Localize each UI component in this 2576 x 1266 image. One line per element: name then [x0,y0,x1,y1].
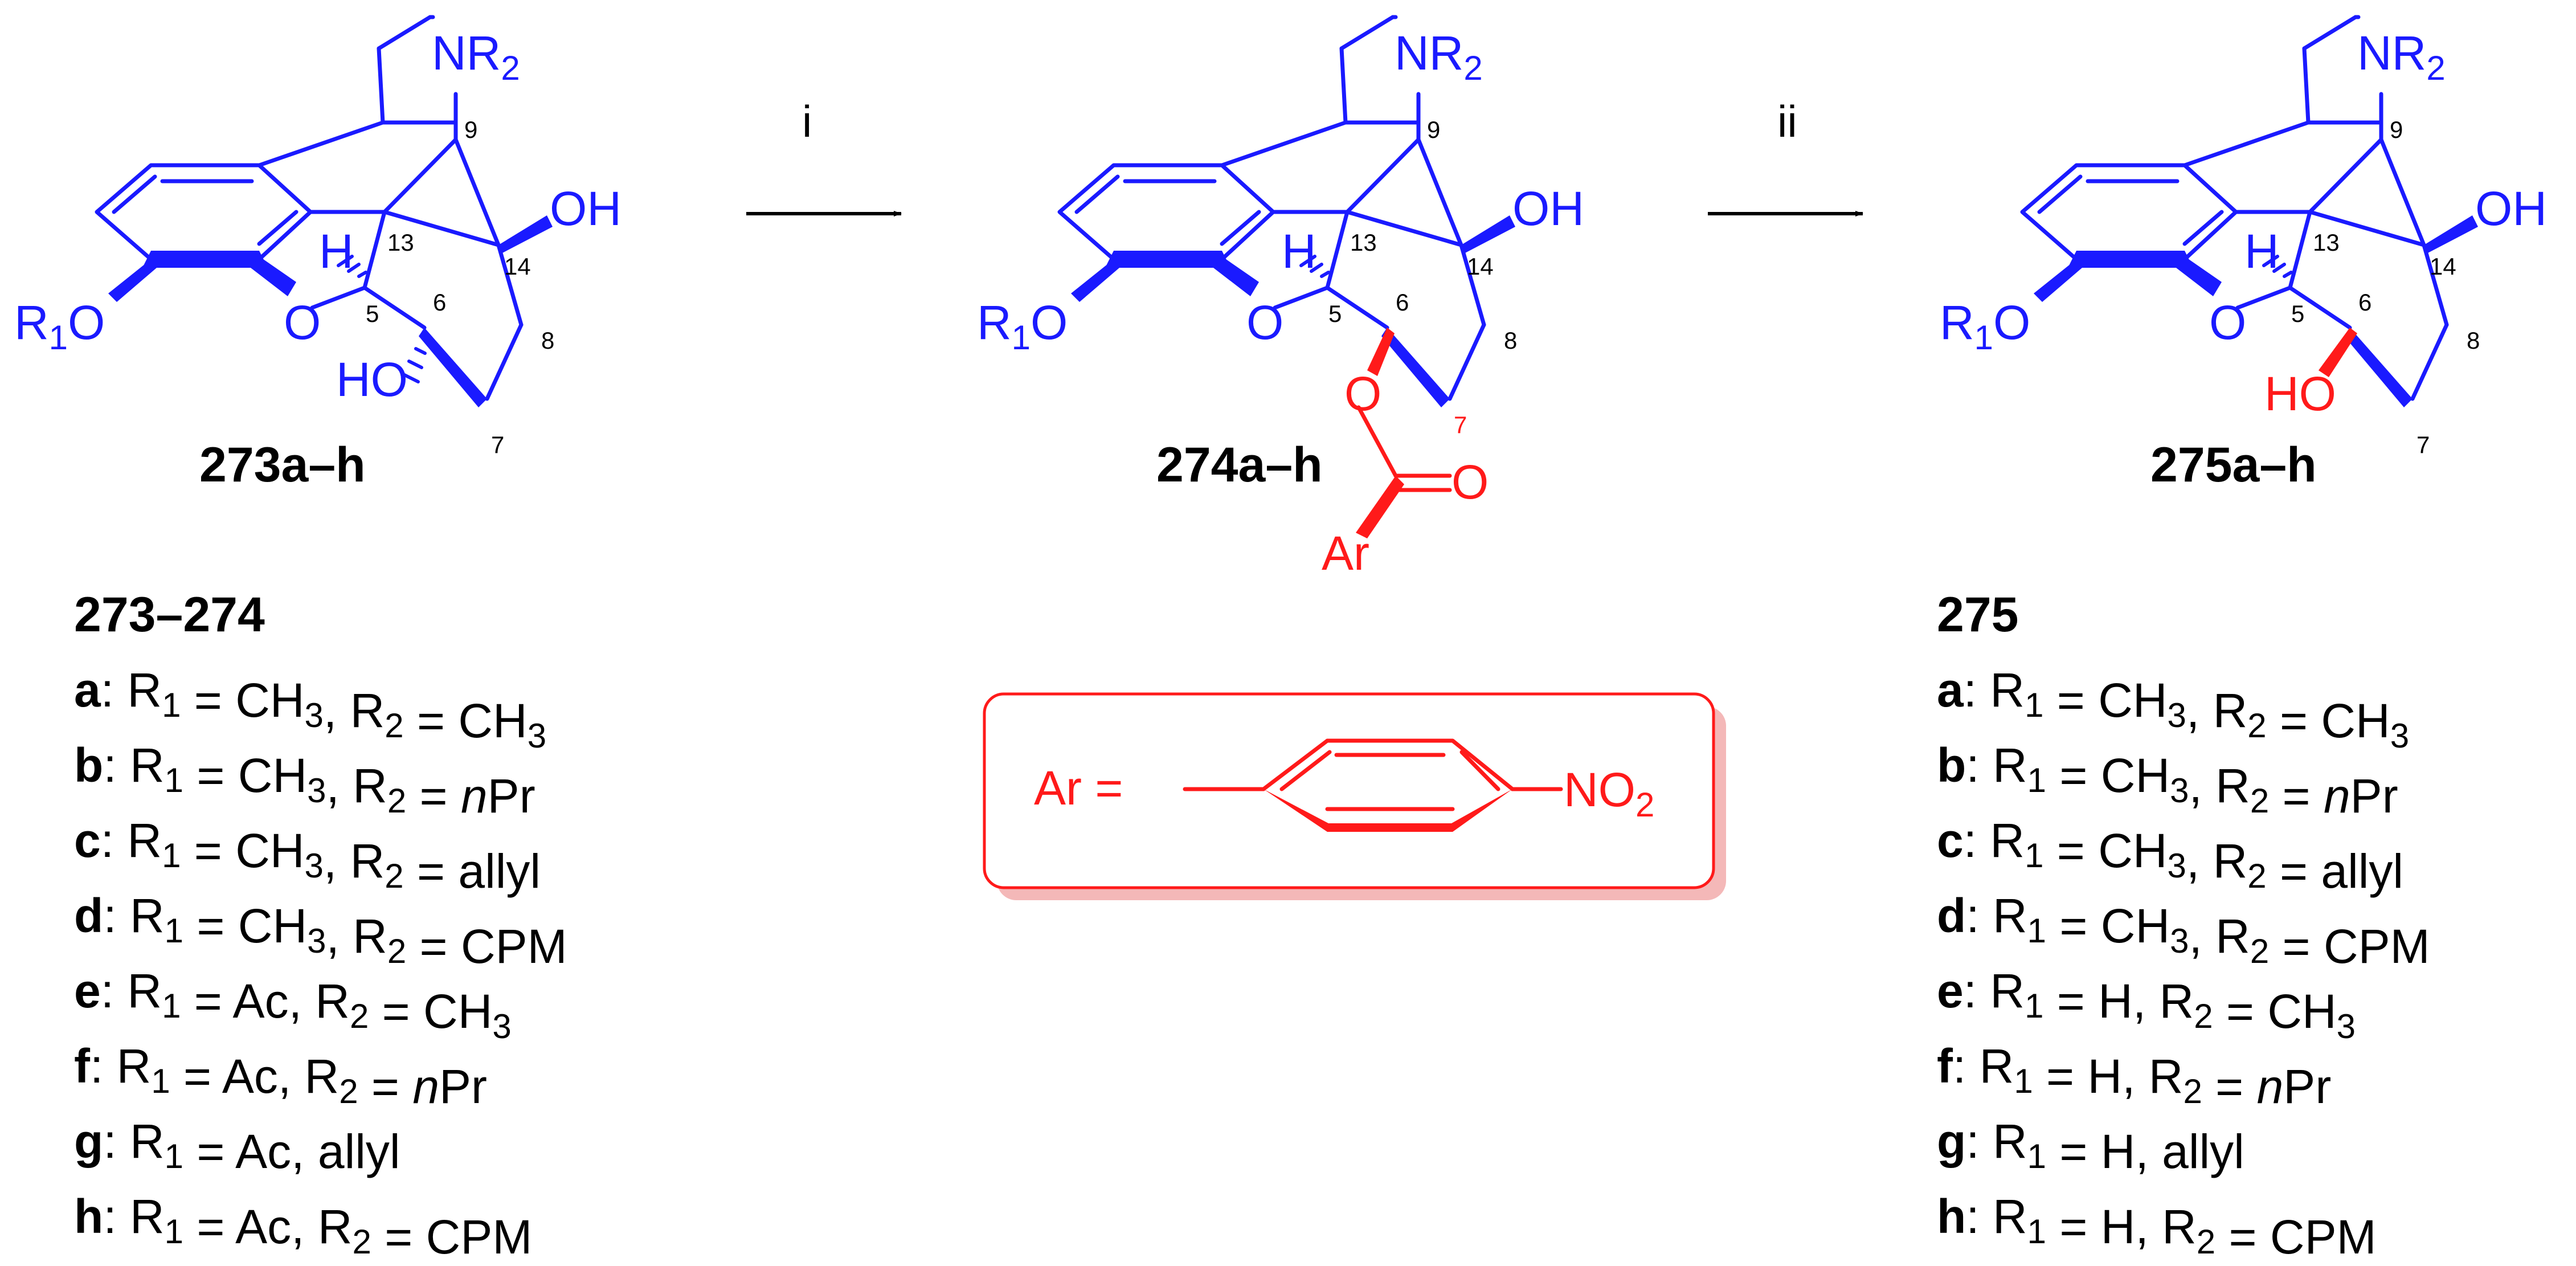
pos-6: 6 [433,289,446,316]
pos-13: 13 [2313,229,2340,256]
series-item-f: f: R1 = Ac, R2 = nPr [74,1039,487,1113]
series-key: h [74,1190,103,1243]
hashed-bond [400,334,430,383]
carbonyl-oxygen: O [1451,455,1489,509]
r1o-label: R1O [14,296,105,357]
hashed-bond [2262,255,2293,278]
pos-14: 14 [1467,253,1494,280]
pos-9: 9 [464,116,477,143]
series-item-h: h: R1 = Ac, R2 = CPM [74,1190,532,1264]
nr2-label: NR2 [432,26,520,87]
series-item-b: b: R1 = CH3, R2 = nPr [1937,738,2398,823]
series-key: g [74,1114,103,1168]
series-header: 275 [1937,587,2019,642]
arrow-step-1: i [746,96,902,217]
nitro-label: NO2 [1564,763,1654,824]
ring-oxygen: O [2209,296,2246,349]
series-key: e [1937,964,1964,1018]
h5-label: H [1282,224,1316,278]
oh14-label: OH [2475,182,2547,235]
compound-275: R1O NR2 OH HO O H 9 13 14 5 6 8 7 275a–h [1940,17,2547,492]
h5-label: H [319,224,354,278]
series-key: c [74,814,101,867]
series-key: f [74,1039,91,1093]
series-item-a: a: R1 = CH3, R2 = CH3 [1937,663,2409,755]
r1o-label: R1O [1940,296,2030,357]
oh6-label: HO [336,353,408,406]
h5-label: H [2244,224,2279,278]
pos-8: 8 [541,327,554,354]
condition-ii: ii [1777,96,1797,146]
pos-9: 9 [1427,116,1440,143]
ring-oxygen: O [284,296,321,349]
nr2-label: NR2 [2357,26,2446,87]
series-item-a: a: R1 = CH3, R2 = CH3 [74,663,546,755]
compound-273: R1O NR2 OH HO O H 9 13 14 5 6 8 7 273a–h [14,17,621,492]
series-header: 273–274 [74,587,265,642]
pos-8: 8 [1504,327,1517,354]
series-key: e [74,964,101,1018]
pos-13: 13 [387,229,414,256]
series-item-d: d: R1 = CH3, R2 = CPM [1937,889,2430,973]
ar-label: Ar [1322,526,1369,580]
pos-5: 5 [1328,300,1342,327]
pos-6: 6 [1396,289,1409,316]
series-item-h: h: R1 = H, R2 = CPM [1937,1190,2377,1264]
pos-7: 7 [491,431,504,458]
r1o-label: R1O [977,296,1068,357]
oh14-label: OH [550,182,621,235]
series-item-e: e: R1 = H, R2 = CH3 [1937,964,2356,1046]
series-item-g: g: R1 = Ac, allyl [74,1114,400,1178]
series-item-d: d: R1 = CH3, R2 = CPM [74,889,567,973]
series-item-c: c: R1 = CH3, R2 = allyl [74,814,541,898]
oh6-label: HO [2264,367,2336,420]
compound-label-275: 275a–h [2150,438,2317,492]
pos-14: 14 [504,253,531,280]
series-item-f: f: R1 = H, R2 = nPr [1937,1039,2331,1113]
series-key: b [74,738,103,792]
pos-14: 14 [2430,253,2456,280]
series-key: g [1937,1114,1966,1168]
compound-label-274: 274a–h [1156,438,1323,492]
series-key: b [1937,738,1966,792]
series-key: f [1937,1039,1953,1093]
pos-6: 6 [2358,289,2371,316]
pos-5: 5 [366,300,379,327]
ester-oxygen: O [1344,367,1381,420]
para-nitrophenyl-group [1183,738,1563,832]
series-key: d [1937,889,1966,942]
pos-7: 7 [1454,411,1467,438]
ar-definition-box: Ar = NO2 [983,692,1726,900]
hashed-bond [337,255,367,278]
hashed-bond [1299,255,1330,278]
compound-label-273: 273a–h [199,438,366,492]
pos-13: 13 [1350,229,1377,256]
ar-equals: Ar = [1034,761,1123,815]
series-key: a [1937,663,1964,717]
series-item-c: c: R1 = CH3, R2 = allyl [1937,814,2403,898]
series-item-b: b: R1 = CH3, R2 = nPr [74,738,535,823]
series-item-e: e: R1 = Ac, R2 = CH3 [74,964,512,1046]
compound-274: R1O NR2 OH O O Ar O H 9 13 14 5 6 8 7 27… [977,17,1584,580]
pos-8: 8 [2467,327,2480,354]
series-key: c [1937,814,1964,867]
arrow-step-2: ii [1708,96,1863,217]
series-key: h [1937,1190,1966,1243]
condition-i: i [802,96,812,146]
series-item-g: g: R1 = H, allyl [1937,1114,2244,1178]
nr2-label: NR2 [1395,26,1483,87]
series-key: a [74,663,101,717]
pos-7: 7 [2416,431,2430,458]
pos-5: 5 [2291,300,2304,327]
oh14-label: OH [1512,182,1584,235]
pos-9: 9 [2390,116,2403,143]
ring-oxygen: O [1246,296,1283,349]
series-key: d [74,889,103,942]
